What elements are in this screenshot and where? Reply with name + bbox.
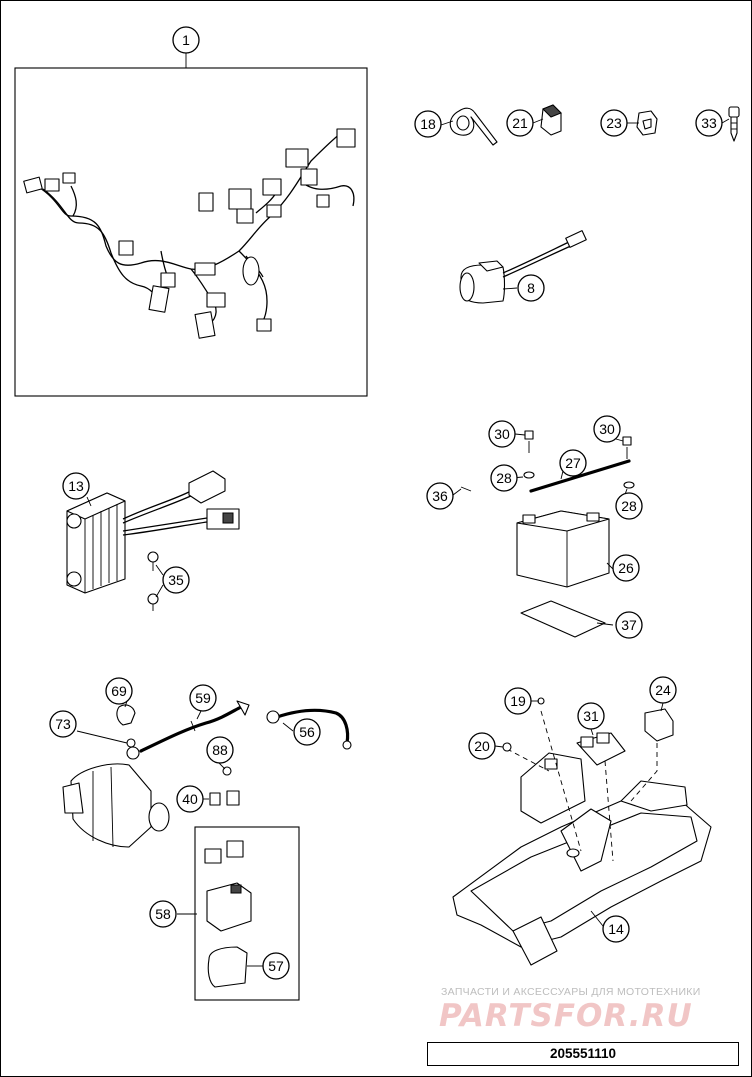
- callout-8: 8: [517, 274, 545, 302]
- battery-group: [460, 430, 635, 638]
- callout-13: 13: [62, 472, 90, 500]
- callout-23: 23: [600, 109, 628, 137]
- callout-56: 56: [293, 718, 321, 746]
- svg-text:30: 30: [599, 421, 615, 437]
- callouts: 1 18 21 23 33 8 13 35 30 30 27 28 28 36 …: [49, 26, 723, 980]
- clip-23: [636, 110, 658, 136]
- sensor-8: [459, 230, 587, 304]
- callout-21: 21: [506, 109, 534, 137]
- svg-text:19: 19: [510, 693, 526, 709]
- starter-group: [62, 700, 352, 1001]
- svg-text:73: 73: [55, 716, 71, 732]
- svg-text:36: 36: [432, 488, 448, 504]
- svg-text:35: 35: [168, 572, 184, 588]
- document-number: 205551110: [427, 1042, 739, 1066]
- sensor-33: [728, 106, 740, 142]
- svg-text:1: 1: [182, 32, 190, 48]
- watermark-brand: PARTSFOR.RU: [439, 998, 693, 1034]
- svg-text:88: 88: [212, 742, 228, 758]
- svg-text:8: 8: [527, 280, 535, 296]
- callout-24: 24: [649, 676, 677, 704]
- callout-18: 18: [414, 110, 442, 138]
- callout-57: 57: [262, 952, 290, 980]
- callout-37: 37: [615, 611, 643, 639]
- svg-text:56: 56: [299, 724, 315, 740]
- callout-30-left: 30: [488, 420, 516, 448]
- callout-59: 59: [189, 684, 217, 712]
- wiring-harness-group: [14, 53, 368, 397]
- svg-text:18: 18: [420, 116, 436, 132]
- screws-35: [147, 551, 159, 611]
- svg-text:69: 69: [111, 683, 127, 699]
- callout-35: 35: [162, 566, 190, 594]
- svg-text:24: 24: [655, 682, 671, 698]
- svg-text:28: 28: [496, 470, 512, 486]
- leader-lines: [76, 118, 730, 967]
- callout-88: 88: [206, 736, 234, 764]
- svg-text:57: 57: [268, 958, 284, 974]
- connector-cap-21: [540, 104, 562, 136]
- callout-36: 36: [426, 482, 454, 510]
- callout-28-right: 28: [615, 492, 643, 520]
- callout-69: 69: [105, 677, 133, 705]
- callout-14: 14: [602, 915, 630, 943]
- svg-text:21: 21: [512, 115, 528, 131]
- watermark-subtitle: ЗАПЧАСТИ И АКСЕССУАРЫ ДЛЯ МОТОТЕХНИКИ: [441, 986, 701, 998]
- svg-text:40: 40: [182, 791, 198, 807]
- wiring-harness-frame: [14, 67, 368, 397]
- callout-27: 27: [559, 449, 587, 477]
- callout-26: 26: [612, 554, 640, 582]
- svg-text:13: 13: [68, 478, 84, 494]
- callout-33: 33: [695, 109, 723, 137]
- callout-31: 31: [577, 702, 605, 730]
- wiring-harness-drawing: [23, 128, 356, 339]
- battery-holder-14: [452, 697, 712, 966]
- callout-30-right: 30: [593, 415, 621, 443]
- svg-text:33: 33: [701, 115, 717, 131]
- callout-20: 20: [468, 732, 496, 760]
- callout-19: 19: [504, 687, 532, 715]
- callout-28-left: 28: [490, 464, 518, 492]
- callout-58: 58: [149, 900, 177, 928]
- callout-40: 40: [176, 785, 204, 813]
- voltage-regulator-13: [66, 470, 240, 594]
- svg-text:30: 30: [494, 426, 510, 442]
- callout-73: 73: [49, 710, 77, 738]
- svg-text:14: 14: [608, 921, 624, 937]
- svg-text:26: 26: [618, 560, 634, 576]
- svg-text:23: 23: [606, 115, 622, 131]
- svg-text:28: 28: [621, 498, 637, 514]
- svg-text:59: 59: [195, 690, 211, 706]
- cable-tie-18: [449, 107, 498, 146]
- svg-text:31: 31: [583, 708, 599, 724]
- svg-text:37: 37: [621, 617, 637, 633]
- svg-text:58: 58: [155, 906, 171, 922]
- svg-text:27: 27: [565, 455, 581, 471]
- relay-group-frame: [194, 826, 300, 1001]
- callout-1: 1: [172, 26, 200, 54]
- svg-text:20: 20: [474, 738, 490, 754]
